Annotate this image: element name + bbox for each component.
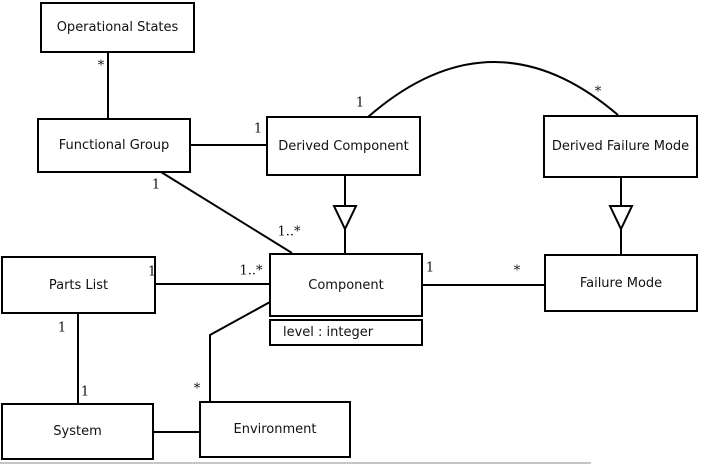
class-box-failure-mode[interactable]: Failure Mode — [544, 254, 698, 312]
hollow-triangle-icon — [332, 205, 358, 232]
attribute-level-integer: level : integer — [283, 325, 374, 340]
multiplicity-parts-list-system-top: 1 — [57, 320, 67, 336]
class-name-derived-component: Derived Component — [278, 138, 409, 154]
multiplicity-component-failure-mode-comp-end: 1 — [425, 260, 435, 276]
class-name-operational-states: Operational States — [56, 20, 179, 35]
class-name-component: Component — [308, 277, 384, 293]
multiplicity-fg-derived-component-end: 1 — [253, 121, 263, 137]
class-attribute-compartment-component[interactable]: level : integer — [269, 319, 423, 346]
multiplicity-parts-list-system-bottom: 1 — [80, 384, 90, 400]
multiplicity-arc-derived-component-end: 1 — [355, 95, 365, 111]
class-box-functional-group[interactable]: Functional Group — [37, 118, 191, 173]
class-name-environment: Environment — [233, 422, 317, 437]
class-name-parts-list: Parts List — [48, 277, 109, 293]
hollow-triangle-icon — [608, 205, 634, 232]
class-box-system[interactable]: System — [1, 403, 154, 460]
class-box-derived-failure-mode[interactable]: Derived Failure Mode — [543, 115, 698, 178]
multiplicity-parts-list-component-comp-end: 1..* — [239, 263, 263, 279]
class-name-failure-mode: Failure Mode — [579, 275, 663, 291]
association-arc-derived-component-derived-failure-mode[interactable] — [367, 61, 619, 118]
class-name-system: System — [53, 424, 102, 439]
multiplicity-fg-component-fg-end: 1 — [151, 177, 161, 193]
multiplicity-arc-derived-failure-mode-end: * — [594, 84, 602, 100]
association-environment-component[interactable] — [209, 301, 271, 402]
class-name-functional-group: Functional Group — [58, 138, 170, 153]
class-box-parts-list[interactable]: Parts List — [1, 256, 156, 314]
class-box-derived-component[interactable]: Derived Component — [266, 116, 421, 176]
multiplicity-parts-list-component-pl-end: 1 — [147, 264, 157, 280]
class-name-derived-failure-mode: Derived Failure Mode — [551, 139, 690, 154]
class-box-component[interactable]: Component — [269, 253, 423, 317]
multiplicity-environment-component-env-end: * — [193, 381, 201, 397]
multiplicity-operational-states-end: * — [97, 58, 105, 74]
multiplicity-fg-component-component-end: 1..* — [277, 224, 301, 240]
multiplicity-component-failure-mode-fm-end: * — [513, 263, 521, 279]
class-box-environment[interactable]: Environment — [199, 401, 351, 458]
association-functional-group-component[interactable] — [160, 171, 293, 254]
class-box-operational-states[interactable]: Operational States — [40, 2, 195, 53]
